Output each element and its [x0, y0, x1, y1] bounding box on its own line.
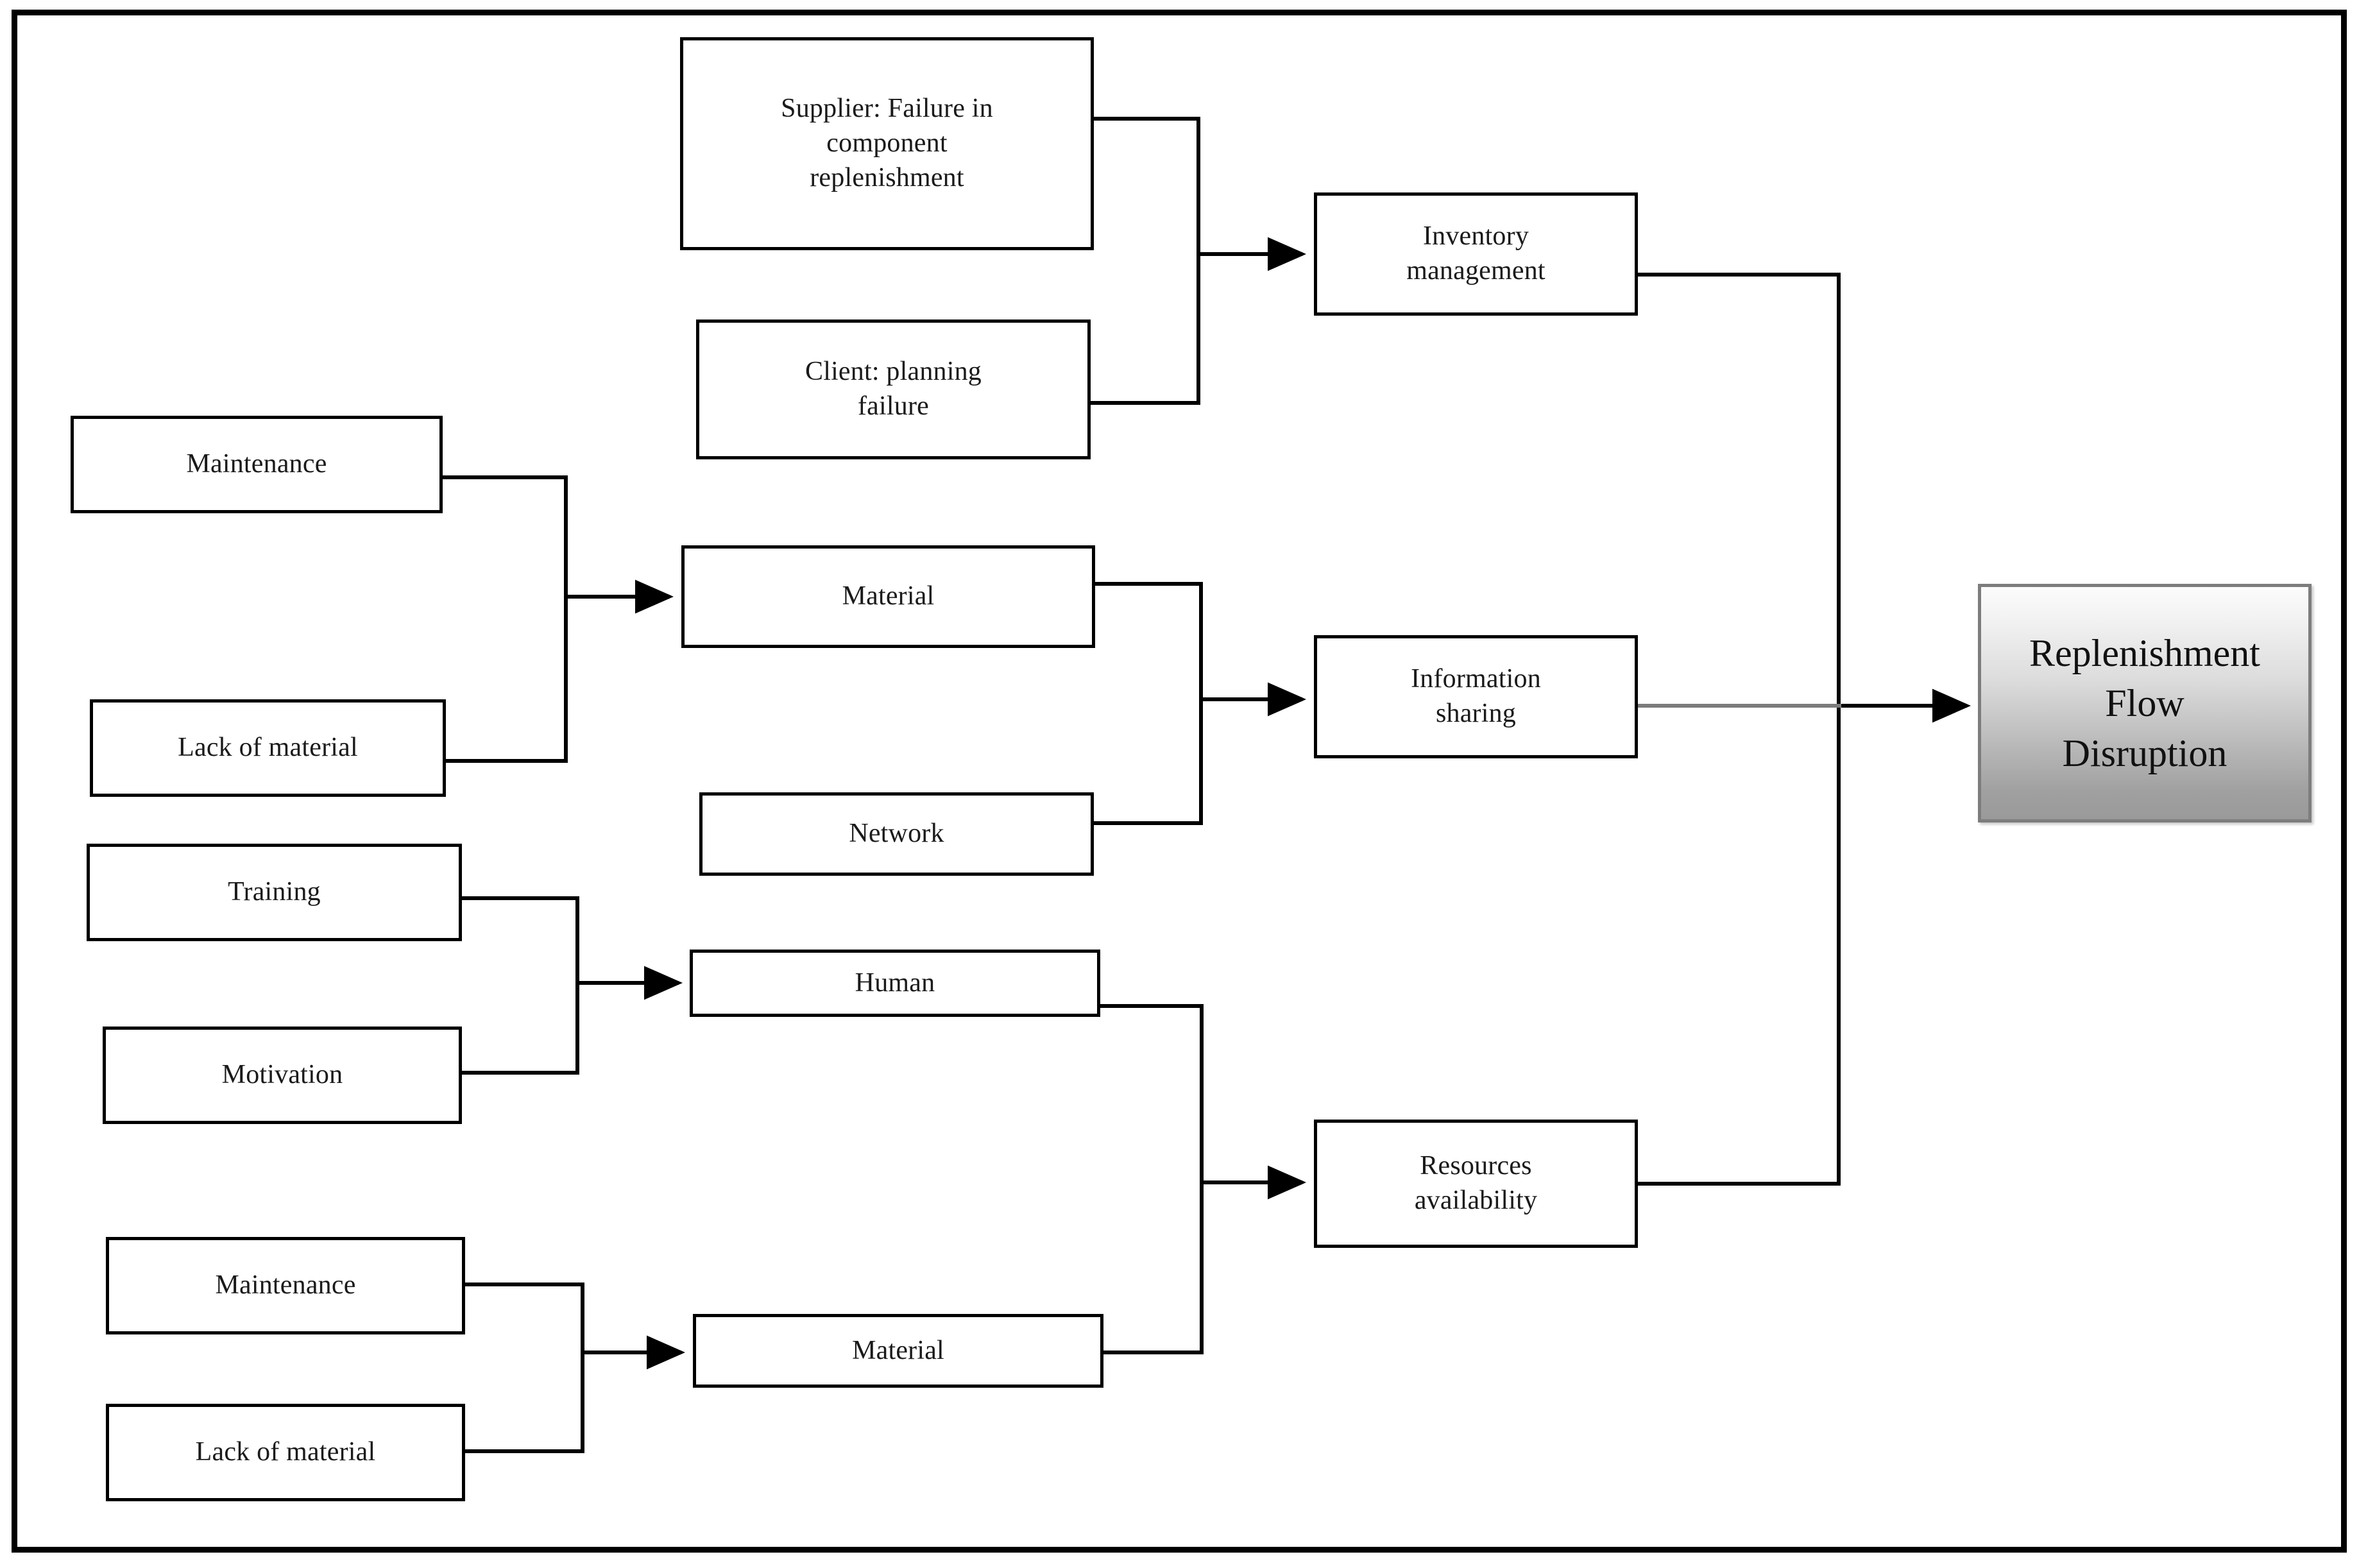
node-label: Lack of material — [195, 1437, 376, 1467]
edge-motivation-to-human — [462, 983, 579, 1075]
edge-maintenance-top-to-material-top — [443, 475, 568, 597]
edge-human-to-resources — [1100, 1004, 1204, 1182]
node-information-sharing[interactable]: Information sharing — [1314, 635, 1638, 758]
edge-resources-to-trunk — [1638, 706, 1841, 1186]
node-label: Resources availability — [1414, 1151, 1538, 1215]
node-label: Human — [855, 967, 935, 998]
edge-material-bottom-to-resources — [1103, 1182, 1204, 1354]
node-label: Motivation — [221, 1060, 343, 1090]
node-lack-of-material-bottom[interactable]: Lack of material — [106, 1404, 465, 1501]
node-human[interactable]: Human — [690, 950, 1100, 1017]
node-label: Information sharing — [1411, 664, 1541, 728]
node-motivation[interactable]: Motivation — [103, 1027, 462, 1124]
node-label: Material — [842, 581, 935, 611]
node-inventory-management[interactable]: Inventory management — [1314, 192, 1638, 316]
target-label: Replenishment Flow Disruption — [2029, 632, 2260, 774]
node-material-top[interactable]: Material — [681, 545, 1095, 648]
edge-network-to-information-sharing — [1094, 699, 1203, 825]
node-maintenance-top[interactable]: Maintenance — [71, 416, 443, 513]
node-label: Supplier: Failure in component replenish… — [781, 94, 993, 192]
edge-supplier-to-inventory — [1094, 117, 1200, 254]
node-label: Training — [228, 877, 321, 907]
node-label: Maintenance — [215, 1270, 356, 1300]
node-supplier-failure[interactable]: Supplier: Failure in component replenish… — [680, 37, 1094, 250]
node-label: Client: planning failure — [805, 357, 982, 421]
edge-maintenance-bottom-to-material-bottom — [465, 1283, 584, 1352]
edge-material-top-to-information-sharing — [1095, 582, 1203, 699]
edge-client-to-inventory — [1091, 254, 1200, 405]
node-replenishment-flow-disruption[interactable]: Replenishment Flow Disruption — [1978, 584, 2312, 822]
node-label: Lack of material — [178, 733, 358, 763]
edge-training-to-human — [462, 896, 579, 983]
node-label: Network — [849, 819, 944, 849]
node-resources-availability[interactable]: Resources availability — [1314, 1120, 1638, 1248]
node-network[interactable]: Network — [699, 792, 1094, 876]
node-label: Maintenance — [186, 449, 327, 479]
node-maintenance-bottom[interactable]: Maintenance — [106, 1237, 465, 1334]
node-label: Inventory management — [1406, 221, 1546, 285]
edge-lack-material-top-to-material-top — [446, 597, 568, 763]
edge-inventory-to-trunk — [1638, 273, 1841, 706]
node-training[interactable]: Training — [87, 844, 462, 941]
edge-lack-material-bottom-to-material-bottom — [465, 1352, 584, 1453]
node-client-planning[interactable]: Client: planning failure — [696, 320, 1091, 459]
node-lack-of-material-top[interactable]: Lack of material — [90, 699, 446, 797]
node-label: Material — [852, 1335, 944, 1365]
node-material-bottom[interactable]: Material — [693, 1314, 1103, 1388]
